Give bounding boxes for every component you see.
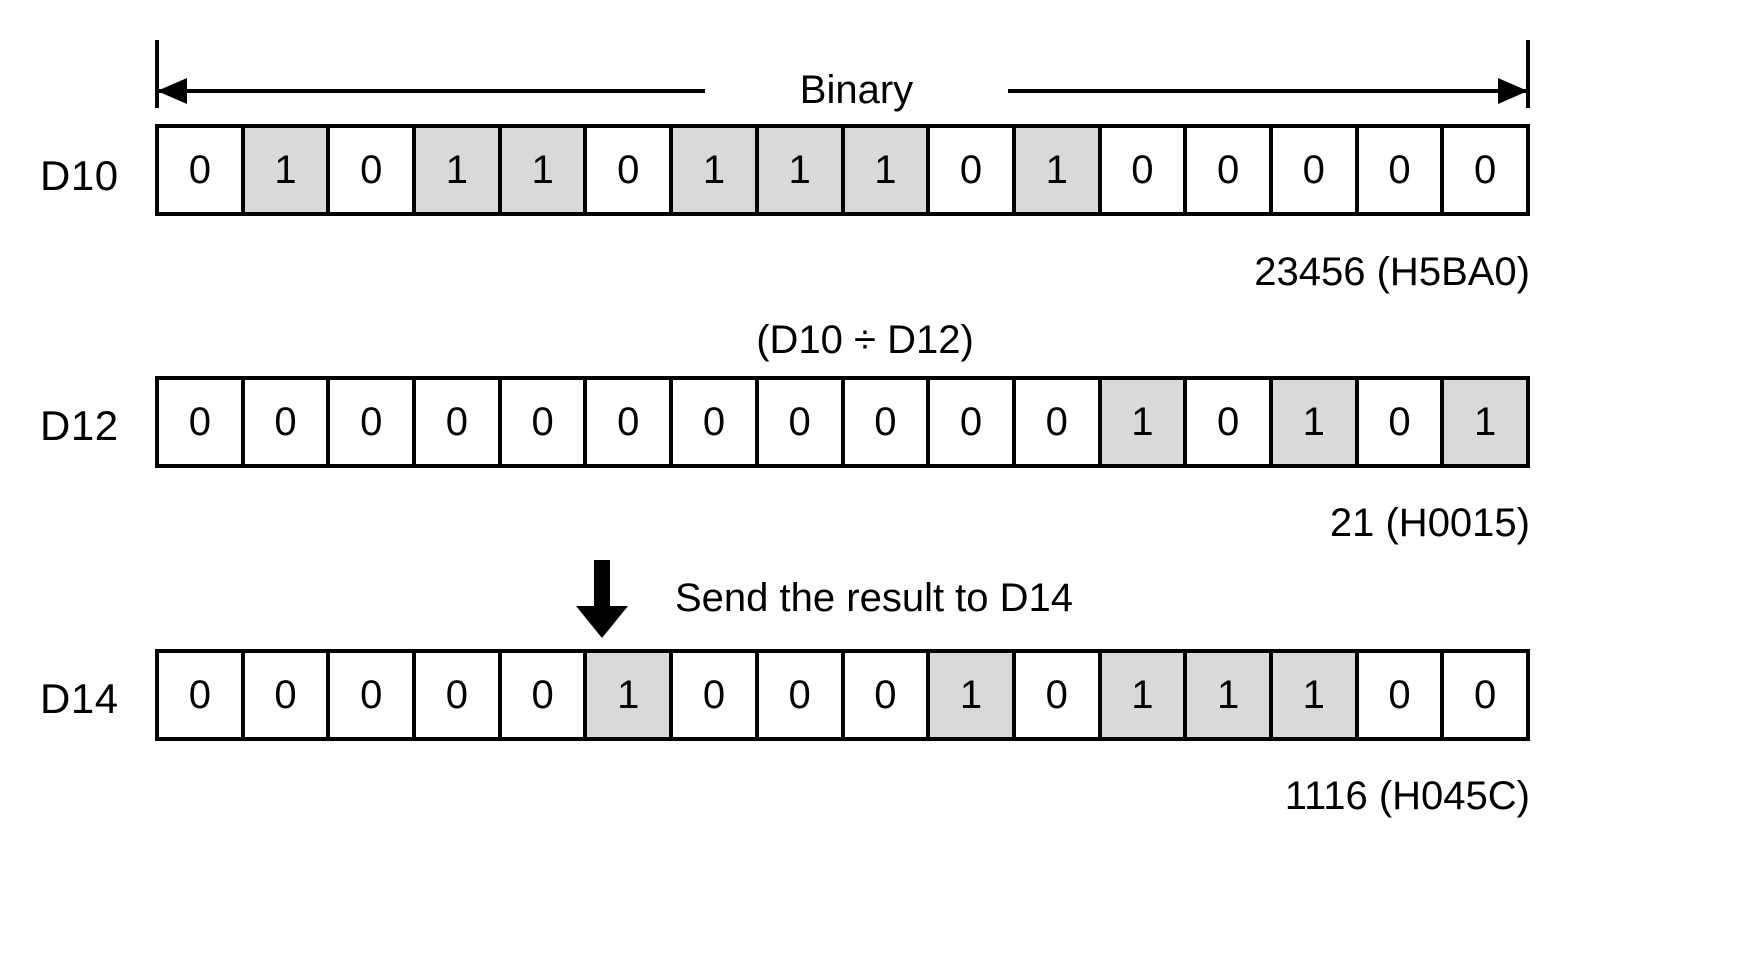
bit-cell: 0: [1187, 380, 1273, 464]
down-arrow-icon: [576, 560, 628, 638]
bit-cell: 0: [930, 128, 1016, 212]
bit-cell: 0: [330, 653, 417, 737]
bit-cell: 0: [1358, 653, 1445, 737]
bit-cell: 0: [330, 380, 417, 464]
span-arrowhead-right-icon: [1498, 78, 1528, 104]
bit-cell: 0: [501, 653, 588, 737]
bit-cell: 0: [159, 128, 245, 212]
span-tick-right: [1526, 40, 1530, 108]
bit-cell: 0: [501, 380, 588, 464]
span-tick-left: [155, 40, 159, 108]
bit-cell: 0: [758, 380, 845, 464]
binary-span-indicator: Binary: [155, 40, 1530, 110]
bit-cell: 1: [930, 653, 1016, 737]
bit-cell: 0: [1015, 380, 1102, 464]
bit-cell: 0: [1444, 653, 1526, 737]
bit-cell: 0: [416, 380, 502, 464]
register-value-d10: 23456 (H5BA0): [1254, 250, 1530, 294]
register-bits-d14: 0 0 0 0 0 1 0 0 0 1 0 1 1 1 0 0: [155, 649, 1530, 741]
bit-cell: 1: [673, 128, 759, 212]
span-line-left: [159, 89, 705, 93]
register-label-d12: D12: [40, 402, 119, 449]
bit-cell: 0: [844, 380, 931, 464]
bit-cell: 0: [673, 380, 759, 464]
bit-cell: 1: [1444, 380, 1526, 464]
bit-cell: 0: [1444, 128, 1526, 212]
bit-cell: 0: [1272, 128, 1359, 212]
bit-cell: 1: [416, 128, 502, 212]
bit-cell: 0: [1015, 653, 1102, 737]
register-value-d12: 21 (H0015): [1329, 501, 1530, 545]
register-value-d14: 1116 (H045C): [1284, 774, 1530, 818]
register-label-d10: D10: [40, 152, 119, 199]
bit-cell: 1: [1187, 653, 1273, 737]
register-label-d14: D14: [40, 675, 119, 722]
bit-cell: 1: [1272, 380, 1359, 464]
bit-cell: 0: [844, 653, 931, 737]
bit-cell: 0: [330, 128, 417, 212]
bit-cell: 0: [159, 653, 245, 737]
bit-cell: 1: [1101, 653, 1188, 737]
bit-cell: 1: [244, 128, 331, 212]
bit-cell: 0: [673, 653, 759, 737]
bit-cell: 0: [1101, 128, 1188, 212]
bit-cell: 1: [844, 128, 931, 212]
bit-cell: 0: [159, 380, 245, 464]
register-bits-d12: 0 0 0 0 0 0 0 0 0 0 0 1 0 1 0 1: [155, 376, 1530, 468]
bit-cell: 1: [758, 128, 845, 212]
binary-span-label: Binary: [705, 70, 1008, 110]
bit-cell: 0: [587, 380, 674, 464]
bit-cell: 1: [501, 128, 588, 212]
register-bits-d10: 0 1 0 1 1 0 1 1 1 0 1 0 0 0 0 0: [155, 124, 1530, 216]
bit-cell: 0: [1187, 128, 1273, 212]
bit-cell: 0: [930, 380, 1016, 464]
bit-cell: 1: [1272, 653, 1359, 737]
bit-cell: 1: [587, 653, 674, 737]
bit-cell: 0: [1358, 380, 1445, 464]
send-result-note: Send the result to D14: [675, 576, 1074, 620]
bit-cell: 0: [758, 653, 845, 737]
bit-cell: 0: [416, 653, 502, 737]
operation-caption: (D10 ÷ D12): [756, 318, 974, 362]
bit-cell: 0: [244, 380, 331, 464]
span-line-right: [980, 89, 1526, 93]
bit-cell: 0: [1358, 128, 1445, 212]
bit-cell: 0: [244, 653, 331, 737]
span-arrowhead-left-icon: [157, 78, 187, 104]
bit-cell: 0: [587, 128, 674, 212]
bit-cell: 1: [1101, 380, 1188, 464]
bit-cell: 1: [1015, 128, 1102, 212]
